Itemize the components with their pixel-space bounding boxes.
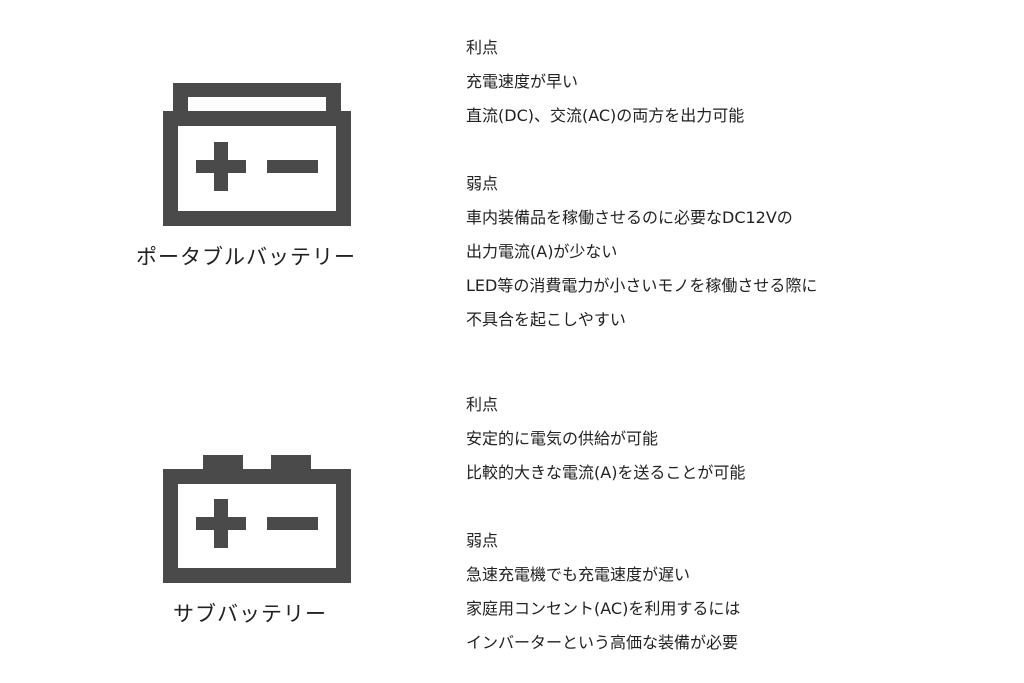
cons-item: 不具合を起こしやすい (466, 310, 626, 329)
pros-heading: 利点 (466, 38, 499, 57)
sub-battery-notes: 利点 安定的に電気の供給が可能 比較的大きな電流(A)を送ることが可能 弱点 急… (466, 388, 1006, 660)
portable-battery-label: ポータブルバッテリー (136, 245, 356, 269)
cons-item: 出力電流(A)が少ない (466, 242, 618, 261)
cons-item: インバーターという高価な装備が必要 (466, 633, 739, 652)
portable-battery-section: ポータブルバッテリー 利点 充電速度が早い 直流(DC)、交流(AC)の両方を出… (136, 31, 1006, 337)
sub-battery-label: サブバッテリー (173, 602, 327, 626)
portable-battery-icon (163, 83, 351, 226)
sub-battery-icon (163, 455, 351, 583)
sub-battery-section: サブバッテリー 利点 安定的に電気の供給が可能 比較的大きな電流(A)を送ること… (0, 350, 1024, 683)
pros-item: 比較的大きな電流(A)を送ることが可能 (466, 463, 746, 482)
cons-item: 家庭用コンセント(AC)を利用するには (466, 599, 741, 618)
cons-item: 急速充電機でも充電速度が遅い (466, 565, 691, 584)
portable-battery-notes: 利点 充電速度が早い 直流(DC)、交流(AC)の両方を出力可能 弱点 車内装備… (466, 31, 1006, 337)
pros-item: 直流(DC)、交流(AC)の両方を出力可能 (466, 106, 745, 125)
pros-item: 充電速度が早い (466, 72, 579, 91)
cons-item: 車内装備品を稼働させるのに必要なDC12Vの (466, 208, 793, 227)
pros-heading: 利点 (466, 395, 499, 414)
cons-heading: 弱点 (466, 531, 499, 550)
cons-item: LED等の消費電力が小さいモノを稼働させる際に (466, 276, 818, 295)
cons-heading: 弱点 (466, 174, 499, 193)
pros-item: 安定的に電気の供給が可能 (466, 429, 659, 448)
